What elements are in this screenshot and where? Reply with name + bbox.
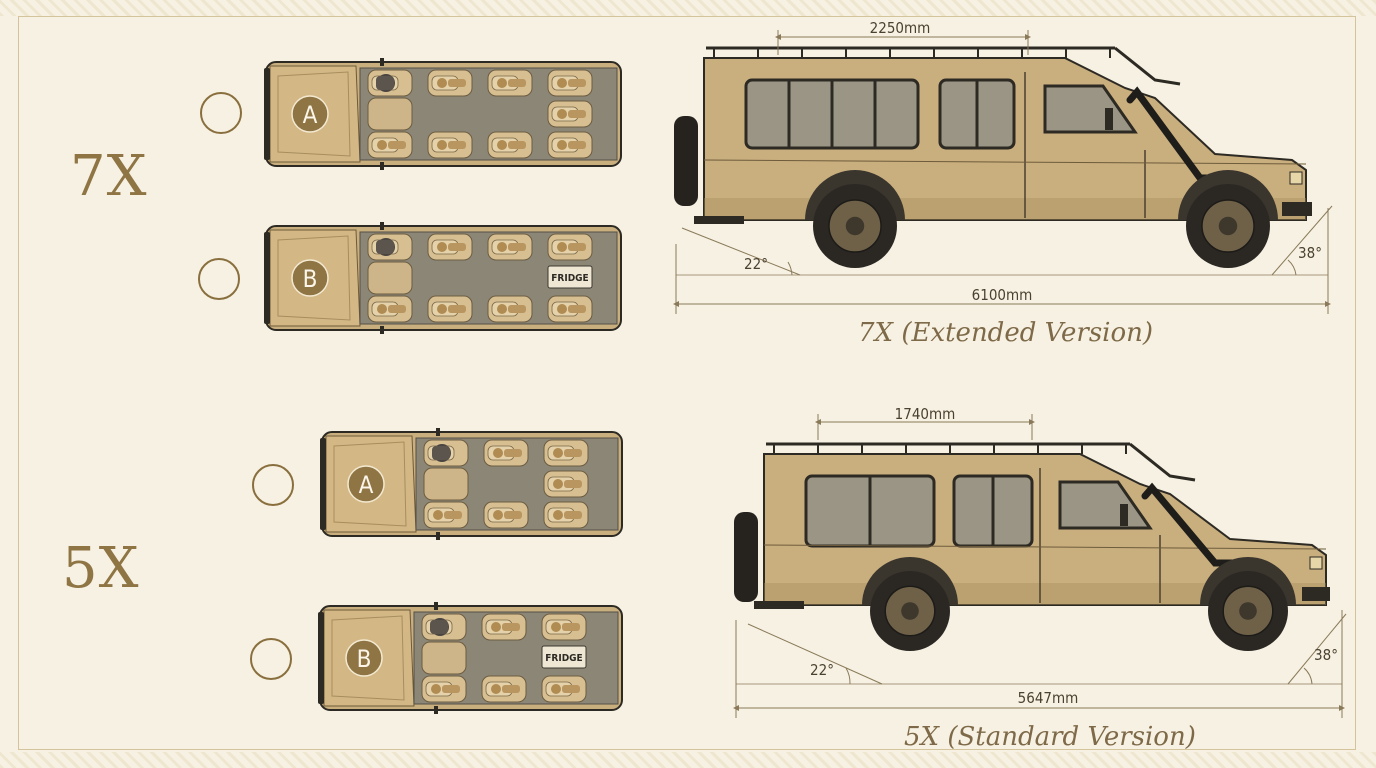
departure-angle-5x: 22° (810, 661, 834, 679)
roof-rack-icon (766, 442, 1196, 482)
roof-length-7x: 2250mm (870, 19, 931, 37)
approach-line-7x (1271, 205, 1333, 276)
wheel (1208, 571, 1288, 651)
seat-icon (543, 439, 589, 467)
seat-icon (367, 295, 413, 323)
option-badge: B (291, 259, 329, 297)
seat-icon (547, 295, 593, 323)
caption-7x: 7X (Extended Version) (858, 318, 1154, 348)
seat-icon (427, 69, 473, 97)
seat-icon (487, 295, 533, 323)
seat-icon (483, 501, 529, 529)
top-border (0, 0, 1376, 16)
fridge-box: FRIDGE (547, 265, 593, 289)
approach-line-5x (1287, 613, 1347, 685)
seat-icon (423, 501, 469, 529)
section-label-5x: 5X (62, 536, 140, 601)
option-letter: A (303, 101, 318, 129)
floorplan-5x-option-a[interactable]: A (320, 428, 628, 544)
option-letter: A (359, 471, 374, 499)
option-badge: A (291, 95, 329, 133)
caption-5x: 5X (Standard Version) (904, 722, 1196, 752)
roof-rack-icon (706, 46, 1181, 86)
spare-wheel-icon (674, 116, 698, 206)
page-frame (18, 16, 1356, 750)
side-view-5x (730, 430, 1332, 679)
seat-icon (547, 69, 593, 97)
option-letter: B (303, 265, 318, 293)
driver-icon (367, 233, 413, 261)
option-badge: B (345, 639, 383, 677)
driver-icon (421, 613, 467, 641)
radio-5x-option-a[interactable] (252, 464, 294, 506)
side-view-7x (670, 40, 1320, 289)
radio-5x-option-b[interactable] (250, 638, 292, 680)
bottom-border (0, 752, 1376, 768)
seat-icon (541, 613, 587, 641)
wheel (1186, 184, 1270, 268)
overall-length-5x: 5647mm (1018, 689, 1079, 707)
departure-line-5x (747, 623, 883, 685)
overall-length-7x: 6100mm (972, 286, 1033, 304)
floorplan-7x-option-a[interactable]: A (264, 58, 627, 174)
seat-icon (541, 675, 587, 703)
seat-icon (487, 233, 533, 261)
wheel (813, 184, 897, 268)
option-badge: A (347, 465, 385, 503)
seat-icon (483, 439, 529, 467)
seat-icon (481, 613, 527, 641)
seat-icon (547, 131, 593, 159)
seat-icon (427, 295, 473, 323)
seat-icon (547, 100, 593, 128)
wheel (870, 571, 950, 651)
seat-icon (543, 501, 589, 529)
fridge-label: FRIDGE (551, 273, 588, 284)
fridge-box: FRIDGE (541, 645, 587, 669)
seat-icon (421, 675, 467, 703)
floorplan-7x-option-b[interactable]: B FRIDGE (264, 222, 627, 338)
fridge-label: FRIDGE (545, 653, 582, 664)
seat-icon (367, 131, 413, 159)
seat-icon (427, 131, 473, 159)
departure-angle-7x: 22° (744, 255, 768, 273)
seat-icon (487, 69, 533, 97)
section-label-7x: 7X (70, 144, 148, 209)
roof-length-5x: 1740mm (895, 405, 956, 423)
floorplan-5x-option-b[interactable]: B FRIDGE (318, 602, 628, 718)
seat-icon (427, 233, 473, 261)
radio-7x-option-a[interactable] (200, 92, 242, 134)
approach-angle-7x: 38° (1298, 244, 1322, 262)
approach-angle-5x: 38° (1314, 646, 1338, 664)
seat-icon (481, 675, 527, 703)
driver-icon (367, 69, 413, 97)
seat-icon (547, 233, 593, 261)
seat-icon (487, 131, 533, 159)
spare-wheel-icon (734, 512, 758, 602)
radio-7x-option-b[interactable] (198, 258, 240, 300)
driver-icon (423, 439, 469, 467)
departure-line-7x (681, 227, 801, 276)
option-letter: B (357, 645, 372, 673)
seat-icon (543, 470, 589, 498)
